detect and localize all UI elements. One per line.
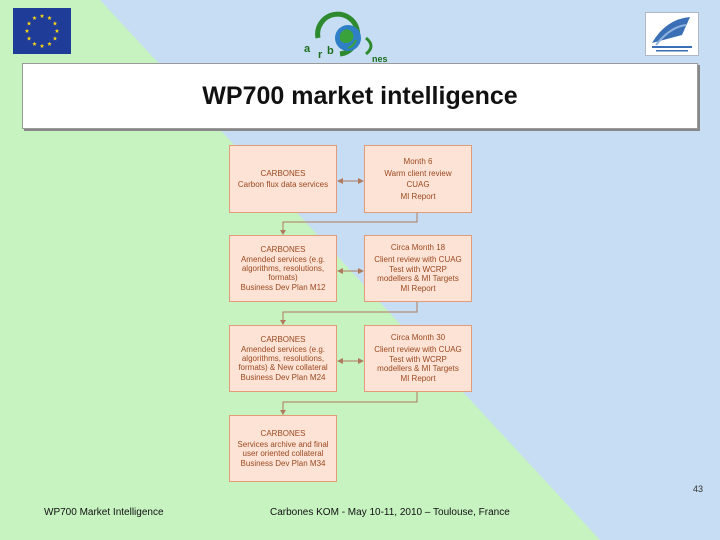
connector-month6-to-m12 [282,213,418,234]
box-line: Services archive and final user oriented… [237,439,329,458]
eu-star-icon [39,13,45,18]
box-line: Amended services (e.g. algorithms, resol… [240,255,326,282]
box-line: Business Dev Plan M24 [240,373,326,382]
arrow-down-1 [280,230,286,235]
eu-star-icon [26,36,32,41]
box-line: Circa Month 18 [390,243,446,253]
box-line: Warm client review [384,168,452,178]
svg-text:r: r [318,49,323,61]
box-line: CARBONES [260,168,306,178]
box-line: CARBONES [260,334,306,344]
box-line: CARBONES [260,244,306,254]
diagram-box-amended-services-m24: CARBONES Amended services (e.g. algorith… [229,325,337,392]
diagram-box-month-30-review: Circa Month 30 Client review with CUAG T… [364,325,472,392]
svg-text:a: a [304,43,311,55]
box-line: Test with WCRP modellers & MI Targets [377,265,459,284]
eu-star-icon [26,21,32,26]
eu-star-icon [47,15,52,20]
box-line: Amended services (e.g. algorithms, resol… [238,345,328,372]
box-line: Month 6 [403,157,433,166]
connector-month18-to-m24 [282,302,418,324]
page-number: 43 [693,484,704,494]
box-line: CARBONES [260,429,306,438]
box-line: Carbon flux data services [237,180,329,189]
box-line: Business Dev Plan M34 [240,458,326,468]
eu-flag-icon [13,8,71,54]
diagram-box-amended-services-m12: CARBONES Amended services (e.g. algorith… [229,235,337,302]
diagram-box-services-archive-m34: CARBONES Services archive and final user… [229,415,337,482]
box-line: Business Dev Plan M12 [240,283,326,292]
eu-star-icon [47,41,52,46]
carbones-globe-logo: a r b nes [304,11,388,64]
footer-center-text: Carbones KOM - May 10-11, 2010 – Toulous… [270,507,510,518]
diagram-box-carbon-flux-services: CARBONES Carbon flux data services [229,145,337,213]
fp7-emblem-icon [652,17,692,52]
box-line: CUAG [406,180,430,189]
box-line: Client review with CUAG [374,254,462,264]
box-line: Test with WCRP modellers & MI Targets [377,355,459,374]
box-line: MI Report [400,191,436,201]
box-line: MI Report [400,284,436,294]
box-line: Client review with CUAG [374,344,462,354]
eu-star-icon [39,43,45,48]
eu-star-icon [32,15,37,20]
arrow-down-3 [280,410,286,415]
eu-star-icon [32,41,37,46]
svg-text:b: b [327,45,334,57]
arrow-down-2 [280,320,286,325]
slide-title: WP700 market intelligence [202,81,518,110]
fp7-logo [645,12,699,56]
box-line: MI Report [400,374,436,384]
eu-star-icon [52,36,58,41]
svg-text:nes: nes [372,54,388,64]
title-box: WP700 market intelligence [22,63,698,129]
diagram-box-month-6-review: Month 6 Warm client review CUAG MI Repor… [364,145,472,213]
eu-star-icon [54,28,60,33]
box-line: Circa Month 30 [390,333,446,343]
eu-star-icon [24,28,30,33]
footer-left-text: WP700 Market Intelligence [44,507,164,518]
diagram-box-month-18-review: Circa Month 18 Client review with CUAG T… [364,235,472,302]
connector-month30-to-m34 [282,392,418,414]
eu-star-icon [52,21,58,26]
